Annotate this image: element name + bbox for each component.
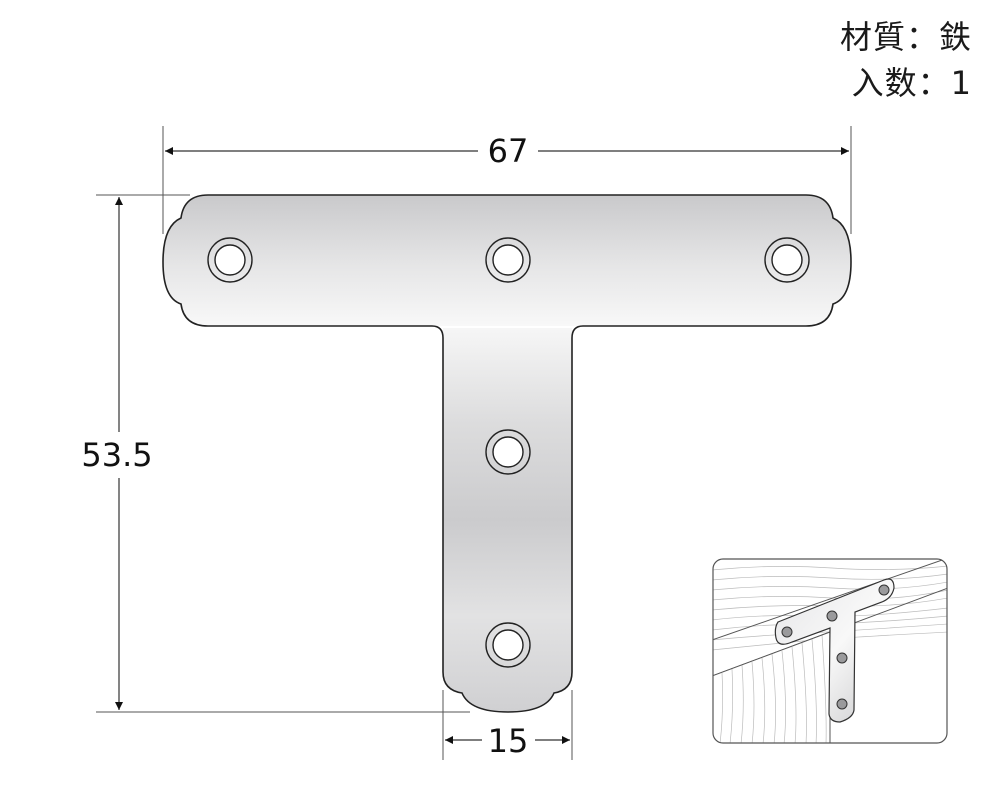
extension-lines [96, 126, 852, 760]
material-row: 材質：鉄 [840, 14, 972, 60]
width-label: 67 [488, 132, 529, 170]
separator: ： [905, 18, 939, 56]
usage-illustration [712, 558, 948, 744]
screw-hole [207, 237, 253, 283]
bracket-stem [443, 328, 572, 712]
material-value: 鉄 [938, 18, 972, 56]
inset-bracket [774, 578, 895, 723]
t-bracket [162, 194, 852, 713]
quantity-label: 入数 [851, 64, 918, 102]
quantity-value: 1 [950, 64, 972, 102]
stem-width-label: 15 [488, 722, 529, 760]
inset-screws [781, 584, 890, 710]
screw-hole [764, 237, 810, 283]
screw-hole [485, 622, 531, 668]
inset-frame [712, 558, 948, 744]
spec-block: 材質：鉄 入数：1 [840, 14, 972, 106]
separator: ： [917, 64, 951, 102]
wood-grain-post [719, 634, 827, 743]
quantity-row: 入数：1 [840, 60, 972, 106]
height-label: 53.5 [81, 436, 152, 474]
bracket-outline [162, 194, 852, 713]
material-label: 材質 [839, 18, 906, 56]
stem-width-dimension: 15 [445, 722, 570, 760]
screw-hole [485, 237, 531, 283]
screw-hole [485, 429, 531, 475]
height-dimension: 53.5 [81, 197, 153, 710]
width-dimension: 67 [165, 132, 849, 170]
